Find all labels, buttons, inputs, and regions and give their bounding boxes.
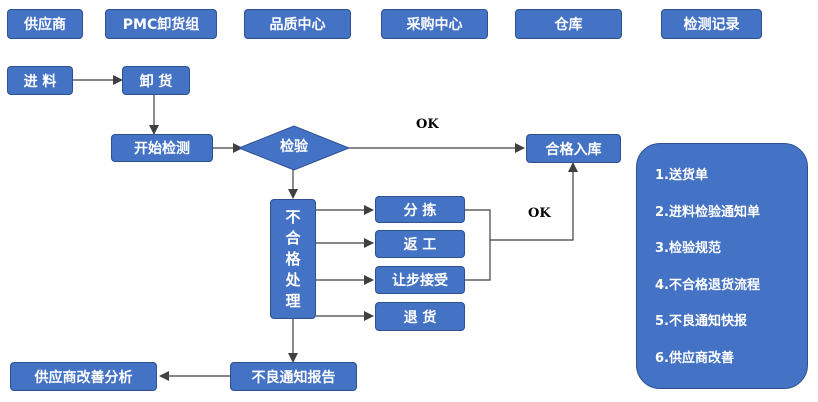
department-inspection-records: 检测记录: [661, 9, 762, 39]
department-warehouse: 仓库: [515, 9, 622, 39]
concession-acceptance-box: 让步接受: [375, 266, 465, 294]
inspection-records-panel: 1.送货单 2.进料检验通知单 3.检验规范 4.不合格退货流程 5.不良通知快…: [636, 143, 808, 389]
nonconforming-char-1: 不: [285, 207, 301, 226]
start-inspection-box: 开始检测: [111, 134, 213, 162]
qualified-warehouse-in-box: 合格入库: [526, 134, 621, 163]
defect-notice-report-box: 不良通知报告: [230, 362, 357, 391]
record-item: 1.送货单: [655, 168, 708, 183]
nonconforming-char-5: 理: [285, 291, 301, 310]
nonconforming-char-4: 处: [285, 270, 301, 289]
return-goods-box: 退 货: [375, 302, 465, 331]
inspection-label: 检验: [280, 139, 308, 155]
record-item: 5.不良通知快报: [655, 314, 747, 329]
record-item: 2.进料检验通知单: [655, 204, 760, 220]
department-supplier: 供应商: [7, 9, 83, 39]
record-item: 6.供应商改善: [655, 350, 734, 366]
nonconforming-char-3: 格: [285, 249, 301, 268]
rework-box: 返 工: [375, 230, 465, 258]
bracket-sorting-concession: [465, 209, 491, 281]
record-item: 3.检验规范: [655, 241, 721, 256]
sorting-box: 分 拣: [375, 196, 465, 223]
ok-label-top: OK: [416, 117, 439, 132]
nonconforming-char-2: 合: [285, 228, 301, 247]
supplier-improvement-analysis-box: 供应商改善分析: [10, 362, 157, 391]
department-purchasing-center: 采购中心: [381, 9, 488, 39]
unloading-box: 卸 货: [122, 66, 190, 95]
arrow-ok-to-warehouse: [490, 162, 578, 241]
inspection-diamond: [237, 125, 351, 171]
record-item: 4.不合格退货流程: [655, 277, 760, 293]
incoming-material-box: 进 料: [7, 66, 73, 95]
department-quality-center: 品质中心: [244, 9, 351, 39]
department-pmc-unloading: PMC卸货组: [105, 9, 217, 39]
ok-label-right: OK: [528, 206, 551, 221]
nonconforming-handling-box: 不 合 格 处 理: [270, 199, 316, 319]
